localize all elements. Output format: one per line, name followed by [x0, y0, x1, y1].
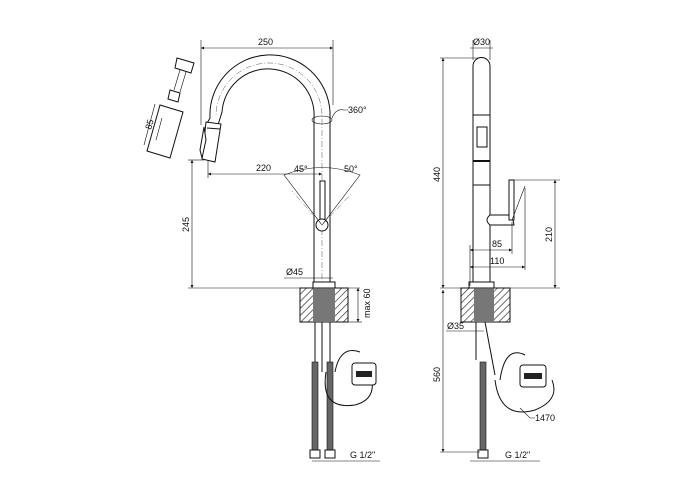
dim-thread-label: G 1/2": [350, 450, 375, 460]
lever-handle: [319, 180, 326, 222]
dim-rotation-label: 360°: [348, 105, 367, 115]
dim-shank-diameter-label: Ø35: [447, 321, 464, 331]
dim-total-height-label: 440: [432, 167, 442, 182]
dim-reach-label: 220: [256, 163, 271, 173]
dim-width-label: 250: [258, 37, 273, 47]
dim-thread-label-side: G 1/2": [505, 450, 530, 460]
front-view: 85 360° 45° 50° 250: [143, 37, 380, 462]
dim-hose-length-label: 560: [432, 367, 442, 382]
dim-handle-height-label: 210: [544, 227, 554, 242]
dim-handshower-label: 85: [143, 118, 155, 130]
handshower-detail: 85: [143, 57, 195, 159]
dim-base-diameter-label: Ø45: [286, 267, 303, 277]
dim-handle-offset-label: 85: [492, 239, 502, 249]
side-view: Ø30 440 210 85 110 Ø35 560 1470 G 1/2": [432, 37, 560, 462]
dim-pullout-hose-label: 1470: [535, 413, 555, 423]
dim-handle-reach-label: 110: [490, 256, 504, 266]
dim-diameter-label: Ø30: [473, 37, 490, 47]
dim-height-label: 245: [181, 217, 191, 232]
dim-angle-right-label: 50°: [344, 164, 358, 174]
dim-max-thickness-label: max 60: [362, 288, 372, 318]
dim-angle-left-label: 45°: [294, 164, 308, 174]
